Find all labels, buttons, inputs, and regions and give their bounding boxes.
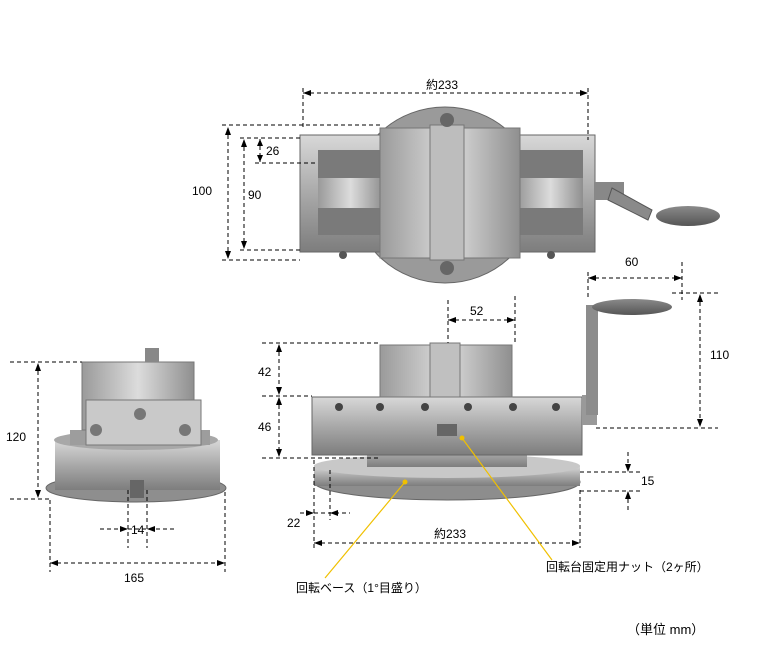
rotary-base-label: 回転ベース（1°目盛り） (296, 580, 427, 595)
annotation-leaders (324, 435, 553, 579)
dim-15: 15 (641, 474, 655, 488)
dim-60: 60 (625, 255, 639, 269)
dim-top-100: 100 (192, 184, 212, 198)
top-view-vise (299, 106, 720, 284)
end-view-dimensions (10, 361, 226, 572)
dim-42: 42 (258, 365, 272, 379)
unit-note: （単位 mm） (627, 622, 704, 637)
front-view-dimensions (262, 262, 718, 548)
dim-120: 120 (6, 430, 26, 444)
dim-top-width: 約233 (426, 77, 458, 92)
dim-top-26: 26 (266, 144, 280, 158)
top-view-dimensions (222, 88, 589, 261)
dim-22: 22 (287, 516, 301, 530)
end-view-vise (45, 348, 227, 503)
dim-52: 52 (470, 304, 484, 318)
dim-top-90: 90 (248, 188, 262, 202)
dim-110: 110 (710, 348, 729, 362)
front-view-vise (311, 299, 672, 501)
dim-front-base: 約233 (434, 526, 466, 541)
fixing-nut-label: 回転台固定用ナット（2ヶ所） (546, 559, 709, 574)
dim-14: 14 (131, 523, 145, 537)
dim-165: 165 (124, 571, 144, 585)
dim-46: 46 (258, 420, 272, 434)
